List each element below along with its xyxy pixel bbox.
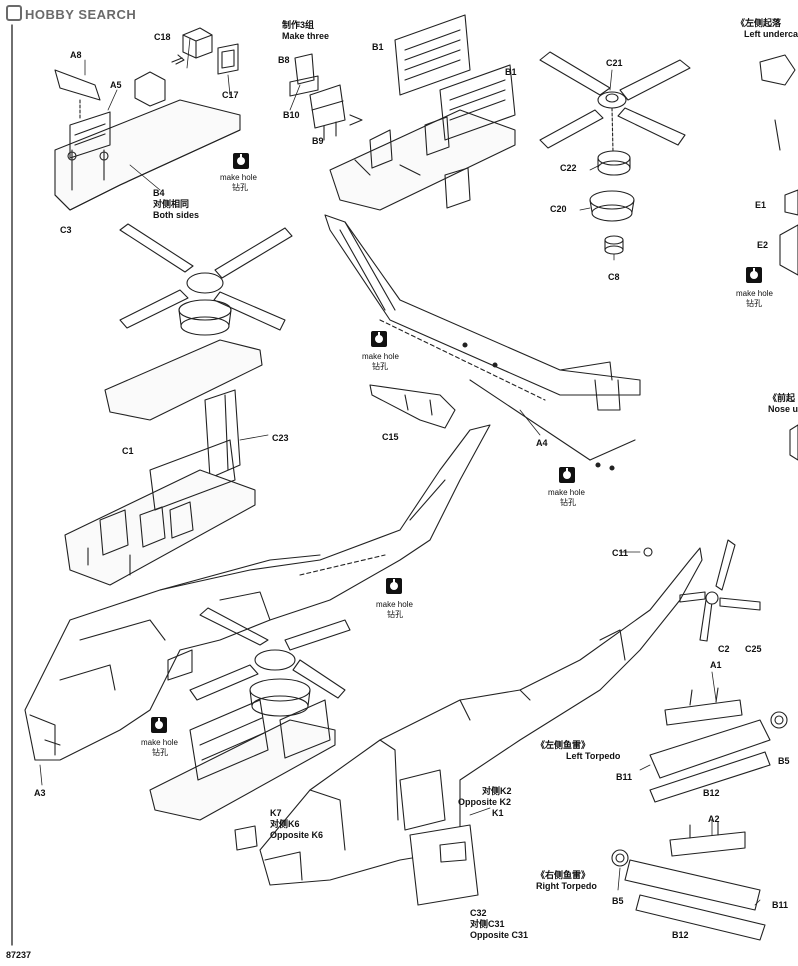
label-a1: A1 xyxy=(710,660,722,670)
label-b10: B10 xyxy=(283,110,300,120)
door-c32 xyxy=(409,824,479,906)
label-opposite-c31-en: Opposite C31 xyxy=(470,930,529,940)
label-c3: C3 xyxy=(60,225,72,235)
lower-rotor-assembly xyxy=(149,607,351,821)
label-c2: C2 xyxy=(718,644,730,654)
label-b5-top: B5 xyxy=(778,756,790,766)
make-hole-en: make hole xyxy=(736,289,773,298)
label-a3: A3 xyxy=(34,788,46,798)
label-make-three-en: Make three xyxy=(282,31,330,41)
label-make-three-cn: 制作3组 xyxy=(282,20,315,30)
label-c20: C20 xyxy=(550,204,567,214)
heading-left-undercarriage-cn: 《左侧起落 xyxy=(736,18,782,28)
label-b12-top: B12 xyxy=(703,788,720,798)
label-e1: E1 xyxy=(755,200,767,210)
fuselage-right-half xyxy=(234,547,703,886)
watermark-text: HOBBY SEARCH xyxy=(25,7,137,22)
label-k7: K7 xyxy=(270,808,282,818)
right-torpedo xyxy=(611,821,766,941)
label-c23: C23 xyxy=(272,433,289,443)
label-c32: C32 xyxy=(470,908,487,918)
bench-floor-b1 xyxy=(329,14,516,211)
label-opposite-k2-en: Opposite K2 xyxy=(458,797,512,807)
make-hole-en: make hole xyxy=(376,600,413,609)
fuselage-a3 xyxy=(24,424,491,761)
label-a2: A2 xyxy=(708,814,720,824)
label-a5: A5 xyxy=(110,80,122,90)
label-c11: C11 xyxy=(612,548,629,558)
heading-left-undercarriage-en: Left undercarri xyxy=(744,29,798,39)
make-hole-en: make hole xyxy=(362,352,399,361)
drill-icon xyxy=(386,578,402,594)
make-hole-cn: 钻孔 xyxy=(372,362,388,371)
label-c1: C1 xyxy=(122,446,134,456)
drill-icon xyxy=(151,717,167,733)
label-b1-top: B1 xyxy=(372,42,384,52)
label-a8: A8 xyxy=(70,50,82,60)
drill-icon xyxy=(233,153,249,169)
main-rotor-c21 xyxy=(539,51,691,255)
make-hole-cn: 钻孔 xyxy=(152,748,168,757)
heading-right-torpedo-en: Right Torpedo xyxy=(536,881,597,891)
heading-nose-cn: 《前起 xyxy=(768,393,796,403)
label-c25: C25 xyxy=(745,644,762,654)
make-hole-en: make hole xyxy=(220,173,257,182)
drill-icon xyxy=(559,467,575,483)
drill-icon xyxy=(746,267,762,283)
label-both-sides-cn: 对侧相同 xyxy=(153,199,190,209)
left-torpedo xyxy=(649,687,788,803)
heading-right-torpedo-cn: 《右侧鱼雷》 xyxy=(536,870,591,880)
label-c18: C18 xyxy=(154,32,171,42)
label-b12-bottom: B12 xyxy=(672,930,689,940)
label-b1-right: B1 xyxy=(505,67,517,77)
tail-boom-a4 xyxy=(324,214,641,471)
make-hole-cn: 钻孔 xyxy=(746,299,762,308)
label-both-sides-en: Both sides xyxy=(153,210,200,220)
label-e2: E2 xyxy=(757,240,769,250)
watermark: HOBBY SEARCH xyxy=(6,5,136,22)
heading-nose-en: Nose un xyxy=(768,404,798,414)
label-b4: B4 xyxy=(153,188,165,198)
seat-subassembly-b8 xyxy=(289,53,363,141)
drill-icon xyxy=(371,331,387,347)
label-a4: A4 xyxy=(536,438,548,448)
label-c22: C22 xyxy=(560,163,577,173)
label-opposite-k6-cn: 对侧K6 xyxy=(270,819,300,829)
stabilizer-c15 xyxy=(369,384,456,429)
rotor-step-two xyxy=(64,223,293,586)
label-opposite-k2-cn: 对侧K2 xyxy=(482,786,512,796)
watermark-logo-icon xyxy=(6,5,22,21)
label-c8: C8 xyxy=(608,272,620,282)
heading-left-torpedo-en: Left Torpedo xyxy=(566,751,621,761)
make-hole-cn: 钻孔 xyxy=(560,498,576,507)
label-k1: K1 xyxy=(492,808,504,818)
page-code: 87237 xyxy=(6,950,32,960)
make-hole-cn: 钻孔 xyxy=(387,610,403,619)
label-c15: C15 xyxy=(382,432,399,442)
undercarriage-parts xyxy=(759,54,798,461)
make-hole-cn: 钻孔 xyxy=(232,183,248,192)
leader-lines xyxy=(39,37,761,906)
label-opposite-c31-cn: 对侧C31 xyxy=(470,919,505,929)
label-b5-bottom: B5 xyxy=(612,896,624,906)
make-hole-en: make hole xyxy=(548,488,585,497)
label-c17: C17 xyxy=(222,90,239,100)
label-b9: B9 xyxy=(312,136,324,146)
make-hole-en: make hole xyxy=(141,738,178,747)
heading-left-torpedo-cn: 《左侧鱼雷》 xyxy=(536,740,591,750)
tail-rotor-c2 xyxy=(643,539,761,642)
label-b11-top: B11 xyxy=(616,772,633,782)
part-c18-c17 xyxy=(134,27,239,107)
label-b11-bottom: B11 xyxy=(772,900,789,910)
label-opposite-k6-en: Opposite K6 xyxy=(270,830,324,840)
label-b8: B8 xyxy=(278,55,290,65)
label-c21: C21 xyxy=(606,58,623,68)
cabin-floor-c3 xyxy=(54,69,241,211)
